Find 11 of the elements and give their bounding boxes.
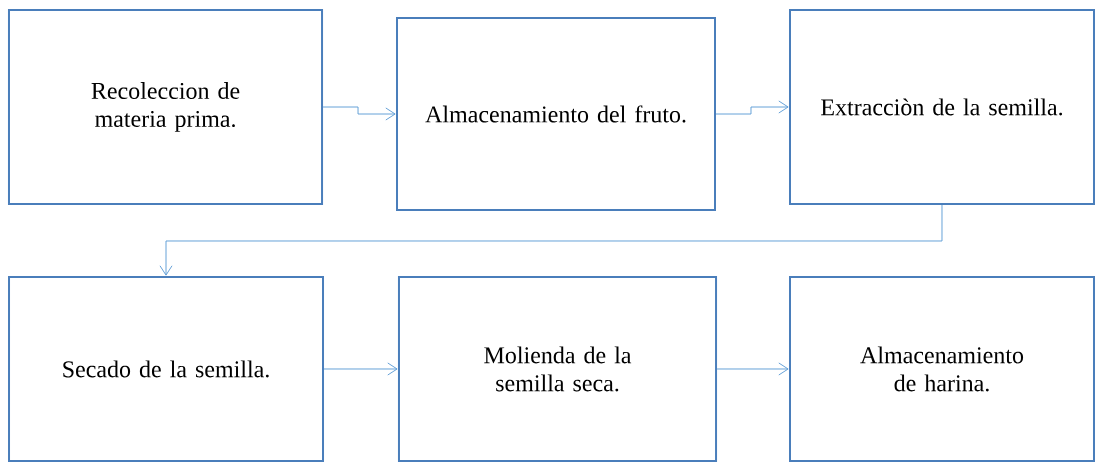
arrow: [716, 362, 789, 376]
process-box: Almacenamiento de harina.: [789, 276, 1095, 462]
process-box: Secado de la semilla.: [8, 276, 324, 462]
arrow: [322, 106, 396, 121]
process-box: Recoleccion de materia prima.: [8, 9, 324, 205]
arrow: [715, 100, 789, 115]
process-box: Extracciòn de la semilla.: [789, 9, 1095, 205]
arrow: [159, 204, 943, 276]
arrow: [323, 362, 398, 376]
process-box: Molienda de la semilla seca.: [397, 276, 718, 462]
process-box: Almacenamiento del fruto.: [396, 17, 716, 211]
